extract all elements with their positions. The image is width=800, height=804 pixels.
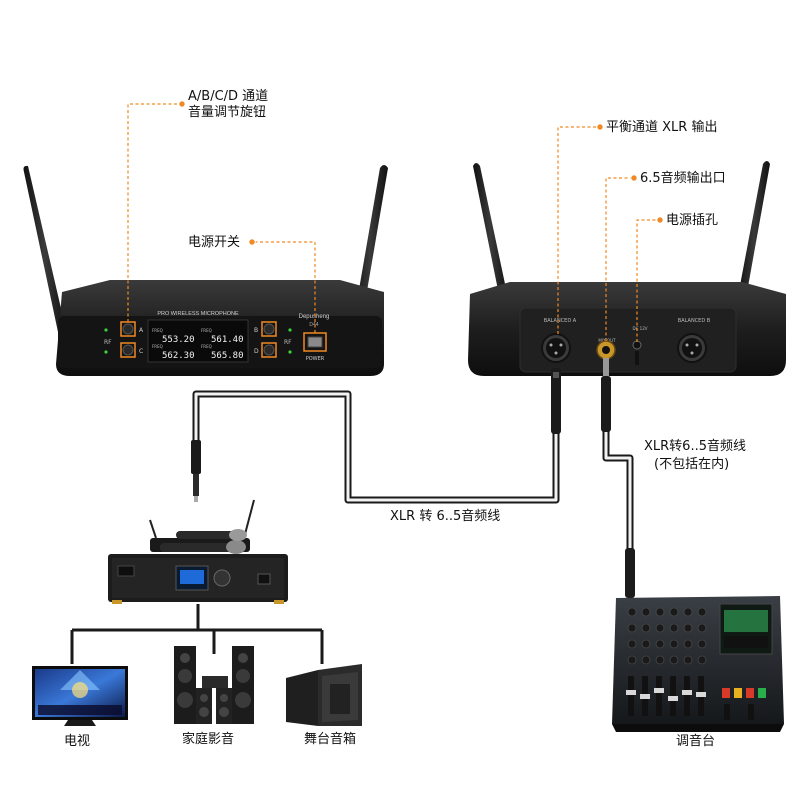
- lcd-prefix-d: FREQ: [201, 344, 212, 349]
- annotation-power-jack: 电源插孔: [666, 213, 719, 228]
- audio-out-jack[interactable]: [596, 340, 616, 360]
- jack-plug-left: [191, 440, 201, 502]
- brand-label: Depusheng: [299, 314, 330, 320]
- annotation-cable-right-line1: XLR转6..5音频线: [644, 439, 746, 454]
- amplifier: [108, 499, 288, 604]
- lcd-prefix-b: FREQ: [201, 328, 212, 333]
- jack-plug-back: [601, 358, 611, 432]
- annotation-volume-knobs-line1: A/B/C/D 通道: [188, 89, 269, 104]
- antenna-right-back: [738, 161, 770, 298]
- device-label-home-theater: 家庭影音: [182, 732, 235, 747]
- stage-speaker: [286, 664, 362, 726]
- rf-label-left: RF: [104, 339, 112, 346]
- volume-knob-c[interactable]: [120, 342, 136, 358]
- home-theater: [174, 646, 254, 724]
- lcd-prefix-a: FREQ: [152, 328, 163, 333]
- lcd-freq-a: 553.20: [162, 335, 195, 345]
- lcd-freq-d: 565.80: [211, 351, 244, 361]
- mixer: [612, 596, 784, 732]
- xlr-plug-back: [551, 368, 561, 434]
- device-label-stage-speaker: 舞台音箱: [304, 732, 357, 747]
- rf-label-right: RF: [284, 339, 292, 346]
- xlr-output-a[interactable]: [541, 333, 571, 363]
- volume-knob-d[interactable]: [261, 342, 277, 358]
- microphone-1: [160, 540, 246, 554]
- annotation-cable-right-line2: (不包括在内): [654, 457, 730, 472]
- annotation-audio-out: 6.5音频输出口: [640, 171, 726, 186]
- lcd-freq-b: 561.40: [211, 335, 244, 345]
- annotation-cable-bottom: XLR 转 6..5音频线: [390, 509, 501, 524]
- receiver-back: BALANCED A BALANCED B MIX OUT DC 12V: [468, 161, 786, 376]
- knob-label-b: B: [254, 327, 258, 334]
- device-label-tv: 电视: [64, 734, 91, 749]
- xlr-plug-mixer: [625, 548, 635, 598]
- lcd-freq-c: 562.30: [162, 351, 195, 361]
- microphone-2: [176, 529, 247, 541]
- antenna-left-back: [473, 163, 508, 300]
- annotation-power-switch: 电源开关: [188, 235, 241, 250]
- device-tree: [70, 604, 324, 664]
- callouts: [127, 103, 660, 342]
- annotation-volume-knobs-line2: 音量调节旋钮: [188, 105, 267, 120]
- knob-label-d: D: [254, 348, 259, 355]
- volume-knob-b[interactable]: [261, 321, 277, 337]
- device-label-mixer: 调音台: [676, 734, 716, 749]
- model-label: PRO WIRELESS MICROPHONE: [157, 311, 239, 317]
- knob-label-c: C: [139, 348, 143, 355]
- annotation-xlr-output: 平衡通道 XLR 输出: [606, 120, 718, 135]
- knob-label-a: A: [139, 327, 144, 334]
- antenna-left: [23, 165, 66, 332]
- tv: [32, 666, 128, 726]
- dc-label: DC 12V: [633, 326, 648, 331]
- cables: [192, 390, 634, 556]
- balanced-b-label: BALANCED B: [678, 318, 711, 324]
- xlr-output-b[interactable]: [677, 333, 707, 363]
- receiver-front: PRO WIRELESS MICROPHONE Depusheng D44 FR…: [23, 165, 388, 376]
- lcd-prefix-c: FREQ: [152, 344, 163, 349]
- balanced-a-label: BALANCED A: [544, 318, 577, 324]
- submodel-label: D44: [309, 322, 318, 328]
- power-label: POWER: [306, 356, 325, 362]
